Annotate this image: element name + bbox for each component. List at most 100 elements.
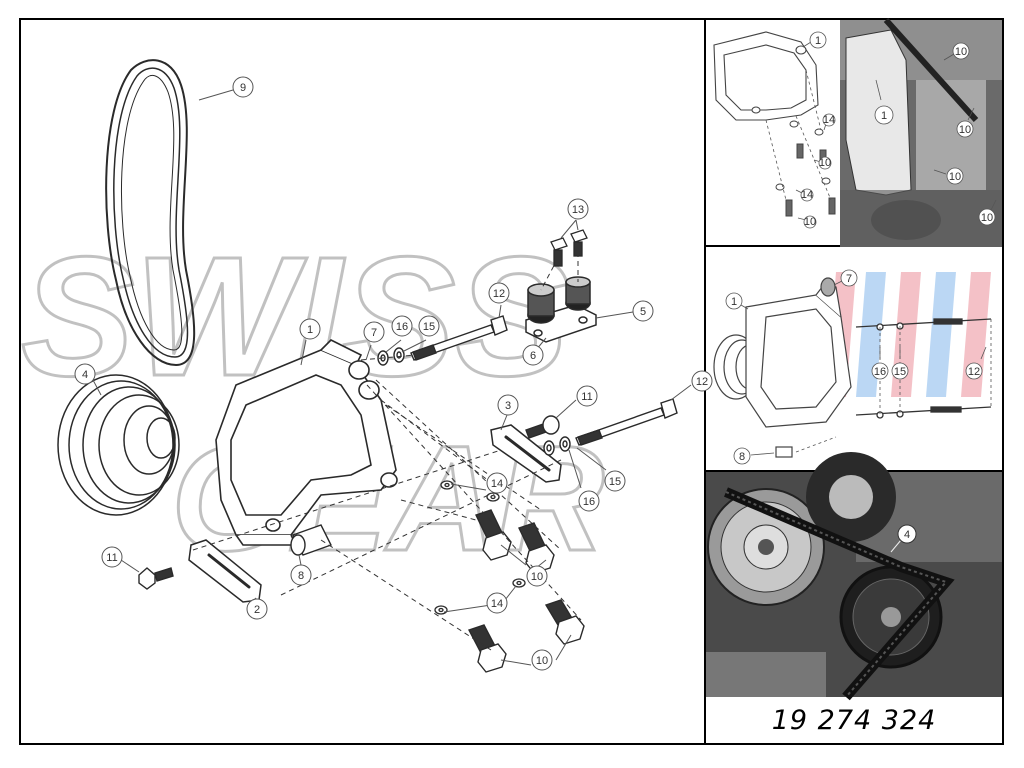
svg-text:10: 10 — [981, 212, 993, 224]
p1-callout-10a: 10 — [813, 156, 832, 170]
short-bolt-11-upper — [525, 415, 560, 439]
svg-text:15: 15 — [423, 321, 435, 333]
svg-text:10: 10 — [536, 655, 548, 667]
panel2-callouts: 7 1 16 15 12 8 — [725, 269, 987, 465]
svg-text:16: 16 — [583, 496, 595, 508]
svg-text:10: 10 — [949, 171, 961, 183]
photo-compressor-pulley — [839, 565, 943, 669]
svg-text:16: 16 — [874, 366, 886, 378]
p1-callout-1a: 1 — [802, 31, 827, 49]
p2-callout-16: 16 — [871, 347, 889, 380]
callout-9: 9 — [198, 76, 254, 101]
svg-text:9: 9 — [240, 82, 246, 94]
svg-text:11: 11 — [581, 391, 592, 403]
callout-8: 8 — [290, 554, 312, 586]
bolts-10 — [467, 509, 585, 673]
svg-text:8: 8 — [739, 451, 745, 463]
callout-11-lower: 11 — [101, 546, 140, 573]
panel2-bolts — [855, 318, 992, 419]
part-number-box: 19 274 324 — [706, 697, 1002, 743]
p1-callout-14b: 14 — [795, 188, 814, 202]
panel3-callouts: 4 — [890, 524, 917, 553]
p1-callout-10e: 10 — [933, 167, 964, 185]
callout-12-lower: 12 — [670, 370, 713, 401]
panel2-drawing — [713, 277, 852, 458]
callout-4: 4 — [74, 363, 102, 396]
p2-callout-8: 8 — [733, 447, 775, 465]
callout-12: 12 — [488, 282, 510, 319]
callout-14-lower: 14 — [443, 585, 517, 614]
svg-text:10: 10 — [531, 571, 543, 583]
adjuster-arm-3 — [490, 424, 562, 483]
panel2-accents — [826, 272, 991, 397]
callout-14-upper: 14 — [450, 472, 508, 497]
svg-text:16: 16 — [396, 321, 408, 333]
spacer-8 — [290, 524, 332, 556]
washers-14 — [434, 480, 526, 615]
panel-belt-photo: 4 — [706, 452, 1002, 701]
callout-15: 15 — [401, 315, 440, 353]
part-number: 19 274 324 — [771, 704, 937, 736]
panel1-guides — [765, 69, 832, 201]
panel1-callouts: 1 14 10 14 10 10 1 10 10 10 — [795, 31, 997, 229]
svg-text:1: 1 — [881, 110, 887, 122]
svg-text:11: 11 — [106, 552, 117, 564]
svg-text:5: 5 — [640, 306, 646, 318]
svg-text:12: 12 — [493, 288, 505, 300]
svg-text:10: 10 — [819, 157, 831, 169]
drive-belt — [105, 59, 196, 367]
panel1-svg: 1 14 10 14 10 10 1 10 10 10 — [713, 17, 1002, 247]
diagram-frame: SWISS GEAR — [19, 17, 1004, 745]
p1-callout-14a: 14 — [822, 113, 836, 131]
p1-callout-1b: 1 — [874, 79, 894, 125]
svg-text:12: 12 — [968, 366, 980, 378]
washers-lower — [543, 436, 571, 456]
p3-callout-4: 4 — [890, 524, 917, 553]
long-bolt-lower — [575, 398, 678, 446]
callout-13: 13 — [560, 198, 589, 239]
panel1-drawing — [713, 31, 819, 121]
mounting-block — [525, 276, 597, 343]
svg-text:13: 13 — [572, 204, 584, 216]
panel1-engine-photo — [840, 17, 1002, 247]
callout-10-upper: 10 — [500, 544, 548, 587]
svg-text:14: 14 — [823, 114, 835, 126]
p2-callout-1: 1 — [725, 292, 749, 310]
panel-bracket-install: 1 14 10 14 10 10 1 10 10 10 — [706, 17, 1002, 247]
svg-text:1: 1 — [731, 296, 737, 308]
p2-callout-15: 15 — [891, 347, 909, 380]
callout-11-upper: 11 — [555, 385, 598, 419]
exploded-diagram-svg: SWISS GEAR — [20, 59, 713, 673]
svg-text:1: 1 — [815, 35, 821, 47]
crank-pulley — [57, 374, 180, 516]
callout-1: 1 — [299, 318, 321, 366]
side-column: 1 14 10 14 10 10 1 10 10 10 — [706, 17, 1002, 743]
p1-callout-10c: 10 — [943, 42, 970, 61]
main-callouts: 9 4 1 7 16 15 12 13 5 6 3 11 12 14 16 15… — [74, 76, 713, 671]
svg-text:10: 10 — [955, 46, 967, 58]
p1-callout-10f: 10 — [978, 199, 997, 226]
p2-callout-7: 7 — [833, 269, 858, 287]
callout-5: 5 — [595, 300, 654, 322]
panel-assembled-view: 7 1 16 15 12 8 — [706, 247, 1002, 472]
callout-16-lower: 16 — [568, 449, 600, 512]
callout-10-lower: 10 — [500, 634, 572, 671]
p2-callout-12: 12 — [965, 346, 987, 380]
callout-6: 6 — [522, 337, 547, 366]
svg-text:10: 10 — [804, 216, 816, 228]
svg-text:7: 7 — [371, 327, 377, 339]
svg-text:7: 7 — [846, 273, 852, 285]
photo-pulley-upper — [806, 452, 896, 542]
callout-16: 16 — [385, 315, 413, 353]
short-bolt-11-lower — [138, 567, 174, 590]
callout-15-lower: 15 — [576, 447, 626, 492]
bracket-housing — [215, 339, 398, 546]
svg-text:15: 15 — [894, 366, 906, 378]
main-exploded-view: SWISS GEAR — [20, 20, 713, 743]
svg-text:10: 10 — [959, 124, 971, 136]
svg-text:1: 1 — [307, 324, 313, 336]
photo-pulley-left — [707, 488, 825, 606]
long-bolt-upper — [410, 315, 508, 361]
svg-text:3: 3 — [505, 400, 511, 412]
panel3-svg: 4 — [706, 452, 1002, 701]
